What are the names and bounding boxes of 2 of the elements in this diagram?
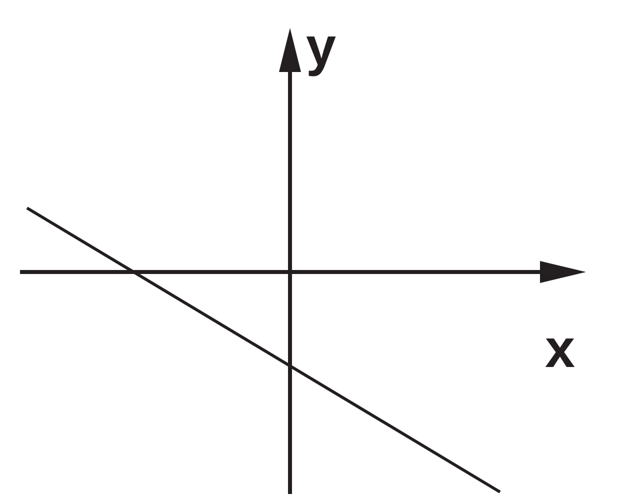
axis-label: y — [306, 20, 336, 74]
axis-label: x — [545, 322, 576, 376]
